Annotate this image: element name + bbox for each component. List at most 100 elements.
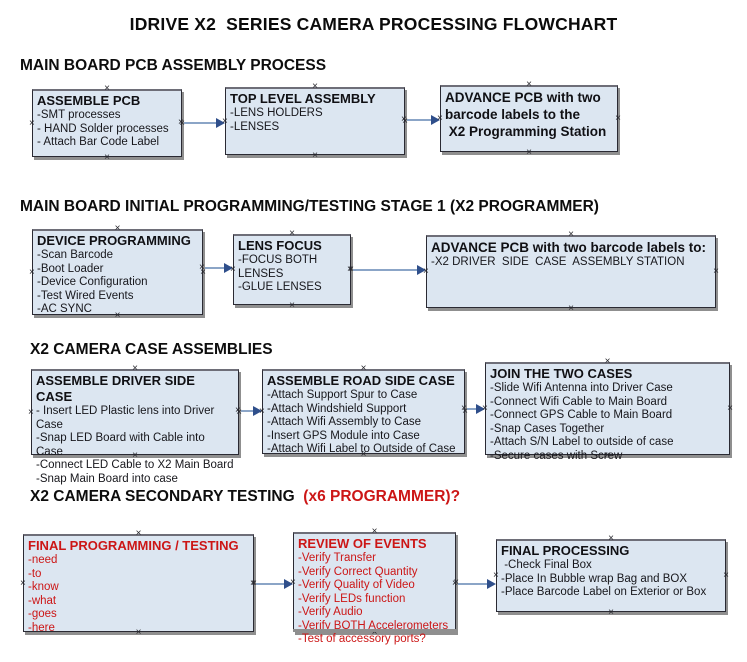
- flow-step-item: -Connect Wifi Cable to Main Board: [490, 395, 668, 408]
- connector-anchor-icon: [132, 364, 138, 374]
- flow-step-item: -Connect GPS Cable to Main Board: [490, 409, 673, 421]
- box-title: ASSEMBLE DRIVER SIDE CASE: [36, 373, 199, 404]
- connector-anchor-icon: [259, 407, 265, 417]
- flow-arrow: [351, 264, 426, 276]
- connector-anchor-icon: [615, 114, 621, 124]
- connector-anchor-icon: [290, 578, 296, 588]
- flow-step-item: - Attach Bar Code Label: [37, 136, 160, 148]
- flow-step-item: -GLUE LENSES: [238, 281, 322, 293]
- connector-anchor-icon: [372, 527, 378, 537]
- flow-box-top-level-assembly: TOP LEVEL ASSEMBLY -LENS HOLDERS -LENSES: [225, 87, 405, 155]
- box-title: ASSEMBLE PCB: [37, 93, 141, 108]
- section-heading-case-assemblies: X2 CAMERA CASE ASSEMBLIES: [30, 341, 273, 358]
- box-title: TOP LEVEL ASSEMBLY: [230, 91, 376, 106]
- connector-anchor-icon: [29, 119, 35, 129]
- connector-anchor-icon: [493, 571, 499, 581]
- flow-step-item: -here: [28, 621, 55, 634]
- section-heading-initial-programming: MAIN BOARD INITIAL PROGRAMMING/TESTING S…: [20, 198, 599, 215]
- connector-anchor-icon: [115, 224, 121, 234]
- heading-black-part: X2 CAMERA SECONDARY TESTING: [30, 488, 299, 505]
- flow-step-item: -to: [28, 567, 42, 580]
- flow-step-item: -Place In Bubble wrap Bag and BOX: [501, 572, 688, 585]
- box-title: JOIN THE TWO CASES: [490, 366, 633, 381]
- connector-anchor-icon: [28, 408, 34, 418]
- flow-step-item: -what: [28, 594, 57, 607]
- connector-anchor-icon: [568, 304, 574, 314]
- connector-anchor-icon: [372, 628, 378, 638]
- box-title: FINAL PROCESSING: [501, 543, 630, 558]
- arrow-head-icon: [476, 404, 485, 414]
- flow-arrow: [456, 578, 496, 590]
- flow-step-item: -Check Final Box: [501, 559, 592, 571]
- flow-step-item: - HAND Solder processes: [37, 122, 169, 135]
- connector-anchor-icon: [104, 153, 110, 163]
- flow-step-item: -Verify Transfer: [298, 552, 376, 564]
- connector-anchor-icon: [289, 229, 295, 239]
- flow-step-item: -Snap LED Board with Cable into Case: [36, 432, 208, 458]
- connector-anchor-icon: [312, 151, 318, 161]
- arrow-head-icon: [216, 118, 225, 128]
- connector-anchor-icon: [605, 357, 611, 367]
- flow-step-item: -AC SYNC: [37, 303, 92, 315]
- flow-box-assemble-pcb: ASSEMBLE PCB -SMT processes - HAND Solde…: [32, 89, 182, 157]
- flow-step-item: -goes: [28, 608, 57, 620]
- flow-step-item: -Device Configuration: [37, 276, 148, 288]
- flow-box-assemble-driver-side-case: ASSEMBLE DRIVER SIDE CASE - Insert LED P…: [28, 369, 239, 485]
- connector-anchor-icon: [437, 114, 443, 124]
- flow-step-item: - Insert LED Plastic lens into Driver Ca…: [36, 405, 218, 431]
- flow-arrow: [182, 117, 225, 129]
- arrow-head-icon: [253, 406, 262, 416]
- box-title: barcode labels to the: [445, 107, 581, 122]
- flow-step-item: -Attach S/N Label to outside of case: [490, 436, 674, 448]
- heading-red-part: (x6 PROGRAMMER)?: [299, 488, 461, 505]
- flow-box-advance-pcb-driver-side: ADVANCE PCB with two barcode labels to: …: [426, 235, 716, 308]
- flow-step-item: -Verify Quality of Video: [298, 579, 415, 591]
- arrow-line: [255, 583, 285, 585]
- connector-anchor-icon: [20, 579, 26, 589]
- connector-anchor-icon: [713, 267, 719, 277]
- connector-anchor-icon: [115, 311, 121, 321]
- flow-arrow: [405, 114, 440, 126]
- box-title: LENS FOCUS: [238, 238, 322, 253]
- flow-step-item: -Attach Windshield Support: [267, 402, 407, 415]
- box-title: ADVANCE PCB with two: [445, 90, 601, 105]
- box-title: FINAL PROGRAMMING / TESTING: [28, 538, 239, 553]
- connector-anchor-icon: [723, 571, 729, 581]
- flow-step-item: -Snap Cases Together: [490, 422, 605, 435]
- flow-box-join-the-two-cases: JOIN THE TWO CASES -Slide Wifi Antenna i…: [482, 362, 730, 462]
- arrow-head-icon: [224, 263, 233, 273]
- flow-box-final-processing: FINAL PROCESSING -Check Final Box -Place…: [496, 539, 726, 612]
- flow-box-device-programming: DEVICE PROGRAMMING -Scan Barcode -Boot L…: [32, 229, 203, 315]
- arrow-line: [183, 122, 217, 124]
- connector-anchor-icon: [482, 404, 488, 414]
- flow-box-assemble-road-side-case: ASSEMBLE ROAD SIDE CASE -Attach Support …: [259, 369, 465, 455]
- flow-step-item: -LENSES: [230, 120, 280, 133]
- flow-arrow: [239, 405, 262, 417]
- connector-anchor-icon: [526, 80, 532, 90]
- arrow-head-icon: [417, 265, 426, 275]
- flow-arrow: [254, 578, 293, 590]
- connector-anchor-icon: [608, 534, 614, 544]
- flow-step-item: -Attach Wifi Assembly to Case: [267, 416, 422, 428]
- flow-step-item-overflow: -Test of accessory ports?: [298, 633, 426, 645]
- flow-step-item: -Boot Loader: [37, 262, 104, 275]
- connector-anchor-icon: [289, 301, 295, 311]
- connector-anchor-icon: [361, 364, 367, 374]
- section-heading-pcb-assembly: MAIN BOARD PCB ASSEMBLY PROCESS: [20, 57, 327, 74]
- flow-box-review-of-events: REVIEW OF EVENTS -Verify Transfer -Verif…: [290, 532, 456, 645]
- flow-step-item: -LENS HOLDERS: [230, 107, 323, 119]
- flow-step-item: -Connect LED Cable to X2 Main Board: [36, 459, 234, 471]
- flow-step-item: -Verify Audio: [298, 606, 363, 618]
- flow-step-item: -Attach Support Spur to Case: [267, 389, 418, 401]
- arrow-head-icon: [284, 579, 293, 589]
- flow-step-item: -Attach Wifi Label to Outside of Case: [267, 443, 456, 455]
- flow-box-final-programming-testing: FINAL PROGRAMMING / TESTING -need -to -k…: [20, 534, 254, 634]
- arrow-line: [406, 119, 432, 121]
- flow-step-item: -Place Barcode Label on Exterior or Box: [501, 586, 707, 598]
- arrow-line: [352, 269, 418, 271]
- box-title: X2 Programming Station: [445, 124, 607, 139]
- connector-anchor-icon: [136, 628, 142, 638]
- section-heading-secondary-testing: X2 CAMERA SECONDARY TESTING (x6 PROGRAMM…: [30, 488, 460, 506]
- arrow-line: [240, 410, 254, 412]
- flow-box-advance-pcb-programming-station: ADVANCE PCB with two barcode labels to t…: [440, 85, 618, 152]
